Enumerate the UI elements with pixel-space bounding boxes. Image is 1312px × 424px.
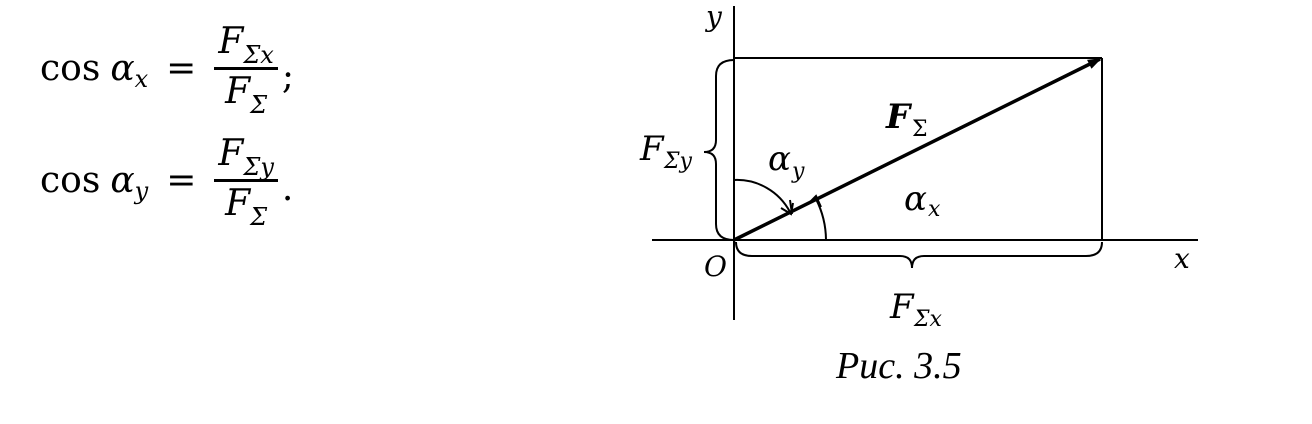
svg-text:Σx: Σx: [913, 307, 943, 332]
angle-y-label: α y: [768, 139, 805, 184]
vector-label: F Σ: [885, 97, 928, 142]
cos-function: cos: [40, 160, 101, 201]
angle-x-label: α x: [904, 179, 941, 222]
svg-text:Σy: Σy: [663, 149, 693, 174]
fraction-bar: [214, 67, 278, 70]
denominator: FΣ: [225, 183, 268, 231]
angle-alpha-x-arc: [815, 198, 827, 241]
component-y-label: F Σy: [639, 129, 693, 174]
svg-text:y: y: [791, 159, 805, 184]
origin-label: O: [704, 250, 727, 283]
fraction: FΣy FΣ: [214, 132, 278, 231]
equals-sign: =: [166, 160, 197, 201]
svg-text:F: F: [889, 287, 915, 327]
denominator: FΣ: [225, 71, 268, 119]
svg-text:α: α: [904, 179, 927, 219]
formula-punctuation: ;: [281, 56, 294, 97]
y-axis-label: y: [704, 0, 723, 33]
fraction: FΣx FΣ: [214, 20, 278, 119]
svg-text:α: α: [768, 139, 791, 179]
svg-text:x: x: [928, 197, 941, 222]
component-x-label: F Σx: [889, 287, 943, 332]
svg-text:F: F: [885, 97, 913, 137]
alpha-subscript: y: [134, 176, 149, 205]
x-axis-label: x: [1174, 242, 1190, 275]
angle-alpha-x-arrow: [807, 194, 822, 208]
alpha-symbol: α: [110, 48, 135, 89]
figure-caption: Рис. 3.5: [836, 345, 962, 387]
svg-text:Σ: Σ: [912, 117, 928, 142]
cos-function: cos: [40, 48, 101, 89]
numerator: FΣy: [218, 133, 274, 181]
resultant-vector-arrow: [733, 57, 1102, 242]
alpha-subscript: x: [134, 64, 149, 93]
equals-sign: =: [166, 48, 197, 89]
component-y-brace: [703, 59, 735, 241]
angle-alpha-y-arc: [733, 178, 791, 213]
alpha-symbol: α: [110, 160, 135, 201]
angle-alpha-y-tick: [789, 199, 793, 215]
formula-punctuation: .: [281, 168, 294, 209]
svg-text:F: F: [639, 129, 665, 169]
fraction-bar: [214, 179, 278, 182]
numerator: FΣx: [218, 21, 274, 69]
component-x-brace: [735, 241, 1103, 269]
